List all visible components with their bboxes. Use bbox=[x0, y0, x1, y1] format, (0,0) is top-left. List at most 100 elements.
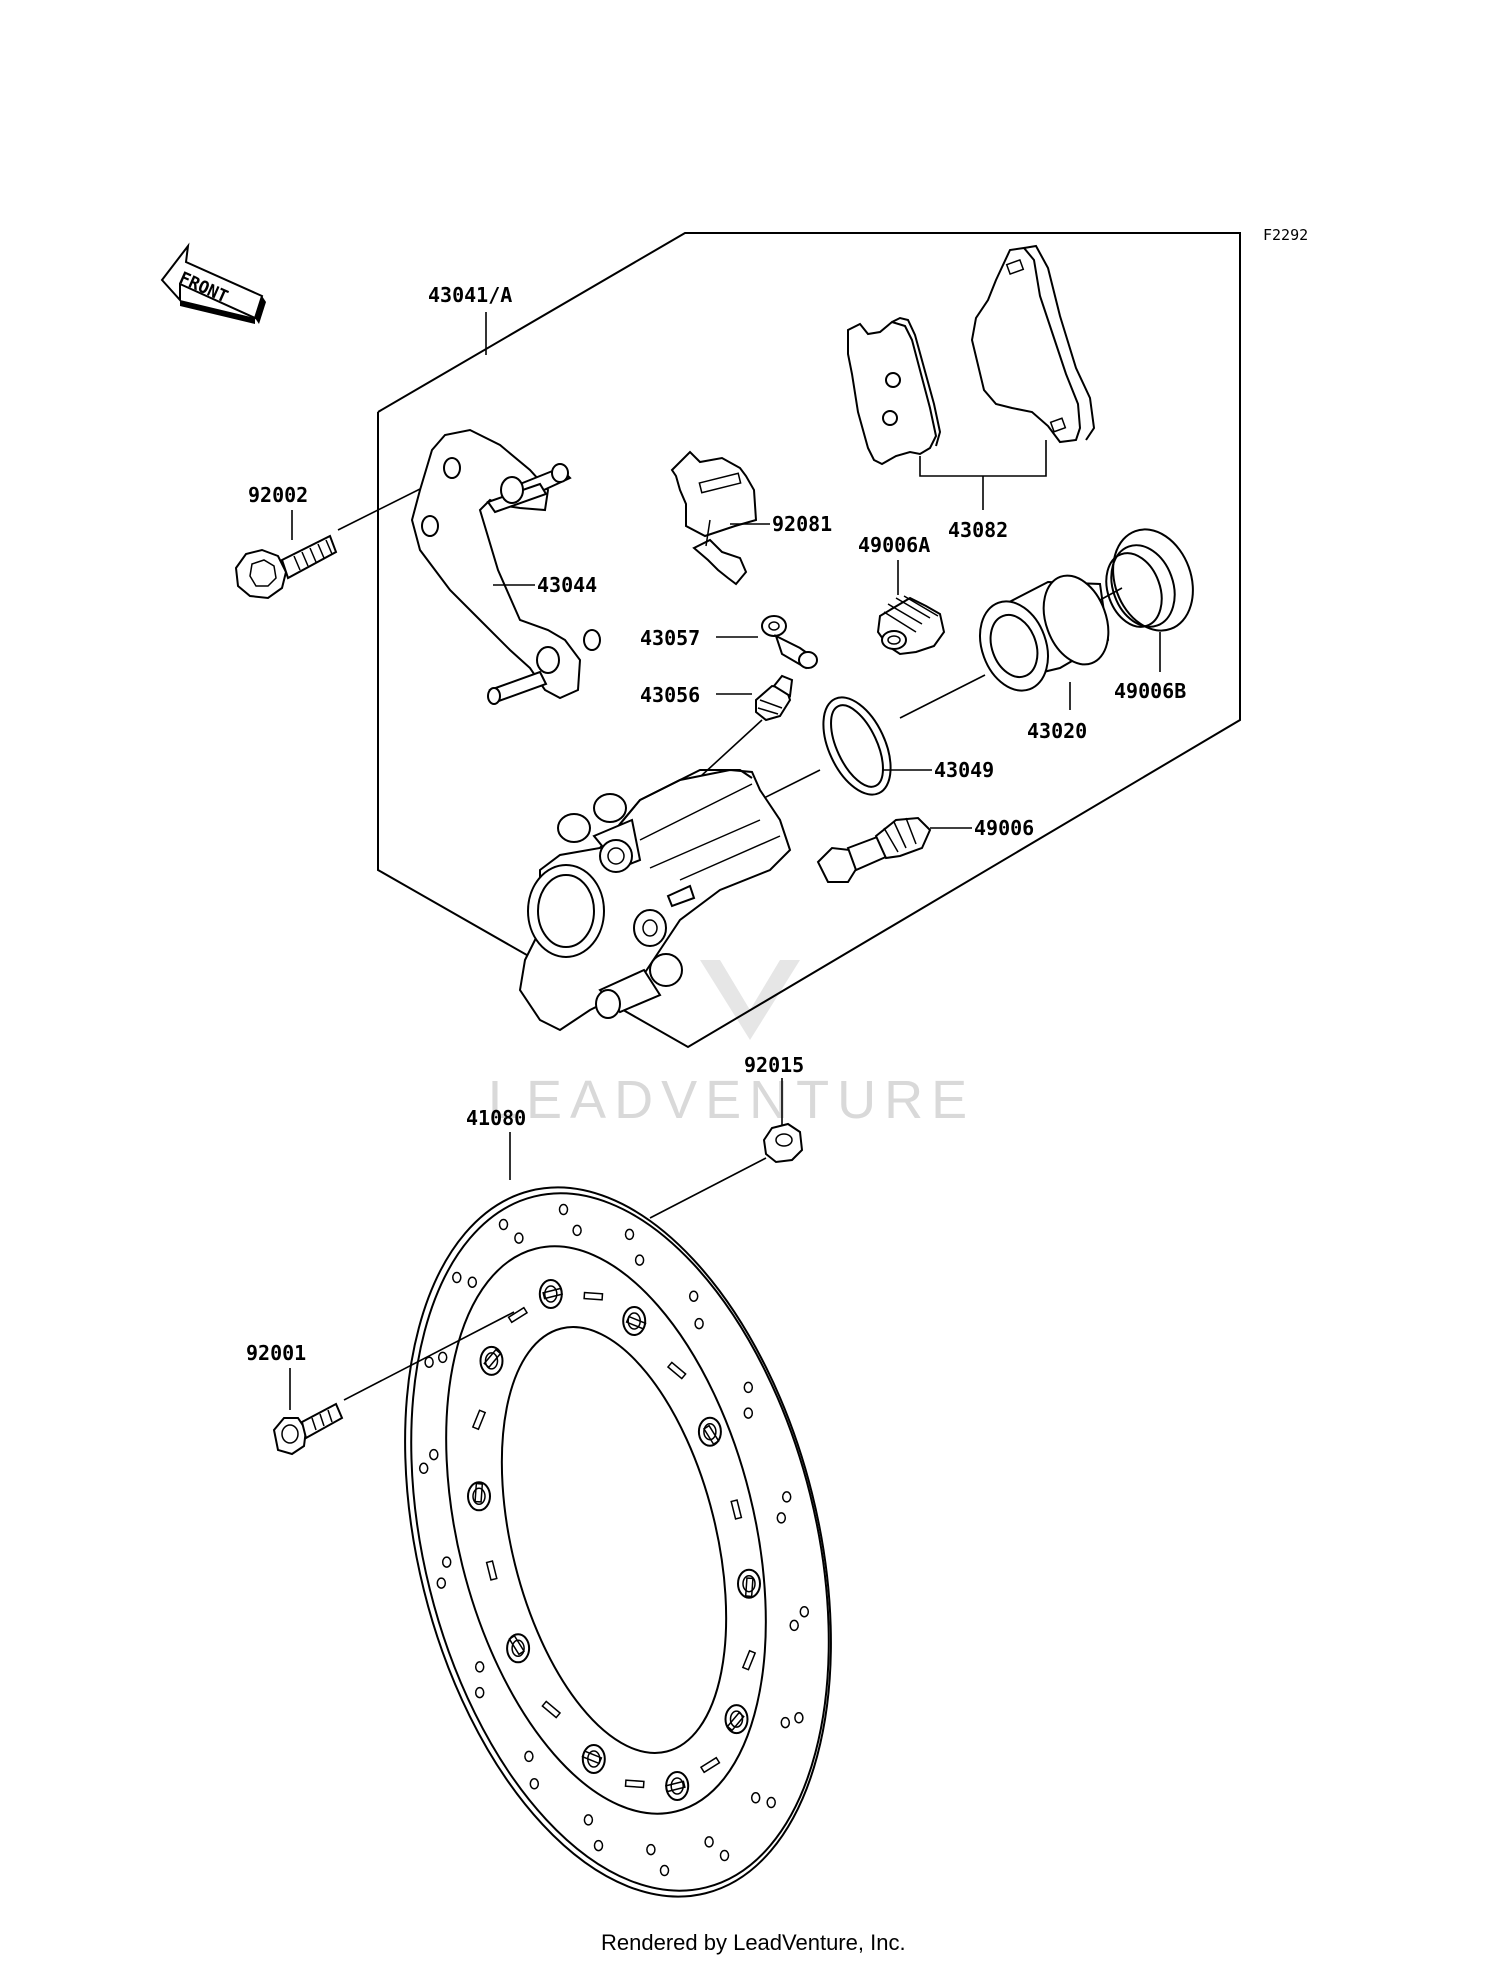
label-43056: 43056 bbox=[640, 683, 700, 707]
disc-drill-hole bbox=[418, 1462, 429, 1475]
label-49006a: 49006A bbox=[858, 533, 930, 557]
label-92001: 92001 bbox=[246, 1341, 306, 1365]
disc-slot bbox=[581, 1750, 603, 1765]
disc-bolt-hole bbox=[697, 1416, 722, 1447]
watermark-text: LEADVENTURE bbox=[488, 1070, 975, 1130]
disc-slot bbox=[485, 1560, 498, 1581]
brake-pads-43082-icon bbox=[847, 244, 1096, 466]
pin-49006-icon bbox=[816, 816, 932, 883]
disc-bolt-hole-inner bbox=[544, 1285, 558, 1303]
caliper-body-icon bbox=[518, 768, 792, 1032]
disc-drill-hole bbox=[781, 1491, 792, 1503]
disc-slot bbox=[483, 1348, 502, 1369]
leader-92001-disc bbox=[343, 1311, 515, 1401]
disc-slot bbox=[508, 1634, 526, 1656]
bleed-cap-43057-icon bbox=[761, 615, 818, 670]
label-49006b: 49006B bbox=[1114, 679, 1186, 703]
disc-slot bbox=[507, 1306, 529, 1324]
disc-drill-hole bbox=[452, 1271, 462, 1284]
nut-92015-icon bbox=[762, 1122, 804, 1164]
disc-slot bbox=[702, 1424, 720, 1446]
disc-slot bbox=[741, 1649, 757, 1671]
label-43020: 43020 bbox=[1027, 719, 1087, 743]
bolt-92001-icon bbox=[272, 1402, 344, 1456]
disc-drill-hole bbox=[789, 1619, 799, 1632]
piston-43020-icon bbox=[979, 574, 1110, 692]
disc-drill-hole bbox=[719, 1849, 730, 1862]
disc-drill-hole bbox=[659, 1864, 670, 1877]
bolt-92002-icon bbox=[234, 534, 338, 600]
caliper-assembly-box bbox=[377, 232, 1241, 1049]
disc-drill-hole bbox=[437, 1351, 448, 1364]
label-92002: 92002 bbox=[248, 483, 308, 507]
disc-drill-hole bbox=[441, 1556, 452, 1568]
label-43041a: 43041/A bbox=[428, 283, 512, 307]
disc-bolt-hole-inner bbox=[472, 1487, 486, 1506]
disc-slot bbox=[744, 1577, 754, 1598]
disc-drill-hole bbox=[436, 1577, 447, 1589]
label-43082: 43082 bbox=[948, 518, 1008, 542]
disc-drill-hole bbox=[429, 1448, 439, 1461]
disc-drill-hole bbox=[646, 1843, 656, 1856]
disc-drill-hole bbox=[624, 1228, 635, 1241]
footer-credit: Rendered by LeadVenture, Inc. bbox=[601, 1930, 906, 1955]
disc-bolt-hole-inner bbox=[742, 1574, 756, 1593]
disc-slot bbox=[624, 1779, 645, 1789]
disc-drill-hole bbox=[704, 1836, 714, 1848]
disc-bolt-hole bbox=[737, 1568, 761, 1599]
leader-axis-2 bbox=[759, 769, 821, 801]
disc-drill-hole bbox=[529, 1778, 540, 1790]
label-43057: 43057 bbox=[640, 626, 700, 650]
boot-49006a-icon bbox=[876, 595, 946, 656]
label-92081: 92081 bbox=[772, 512, 832, 536]
label-43044: 43044 bbox=[537, 573, 597, 597]
disc-bolts bbox=[467, 1279, 761, 1801]
disc-drill-hole bbox=[572, 1224, 582, 1237]
disc-slot bbox=[665, 1780, 686, 1793]
disc-drill-hole bbox=[766, 1796, 776, 1809]
seal-49006b-icon bbox=[1105, 528, 1194, 632]
brake-disc-41080-icon bbox=[404, 1186, 832, 1898]
disc-slot bbox=[699, 1756, 721, 1774]
disc-slots bbox=[471, 1287, 757, 1793]
leader-axis-1 bbox=[899, 674, 986, 719]
disc-drill-hole bbox=[794, 1712, 804, 1724]
disc-drill-hole bbox=[776, 1512, 787, 1524]
piston-seal-43049-icon bbox=[822, 696, 892, 796]
disc-drill-hole bbox=[498, 1218, 509, 1231]
disc-bolt-hole-inner bbox=[670, 1777, 684, 1795]
watermark: LEADVENTURE bbox=[488, 960, 975, 1130]
label-49006: 49006 bbox=[974, 816, 1034, 840]
disc-bolt-hole bbox=[467, 1481, 491, 1512]
leader-92015-disc bbox=[649, 1157, 767, 1219]
leader-43082-bracket bbox=[919, 440, 1047, 477]
disc-drill-hole bbox=[750, 1792, 761, 1804]
disc-slot bbox=[471, 1409, 487, 1431]
disc-slot bbox=[474, 1482, 484, 1503]
disc-drill-hole bbox=[583, 1814, 594, 1826]
figure-code: F2292 bbox=[1263, 226, 1308, 244]
disc-drill-hole bbox=[780, 1716, 791, 1729]
disc-bolt-hole bbox=[724, 1704, 749, 1735]
pad-spring-92081-icon bbox=[670, 450, 758, 586]
disc-drill-hole bbox=[474, 1661, 485, 1673]
disc-drill-hole bbox=[688, 1290, 699, 1302]
disc-drill-hole bbox=[514, 1232, 524, 1244]
disc-drill-hole bbox=[424, 1356, 434, 1368]
leader-piston-seal-axis bbox=[1099, 587, 1123, 601]
disc-slot bbox=[666, 1361, 687, 1380]
disc-slot bbox=[726, 1711, 745, 1732]
disc-slot bbox=[625, 1315, 647, 1330]
disc-drill-hole bbox=[743, 1381, 754, 1394]
disc-slot bbox=[541, 1700, 562, 1719]
label-43049: 43049 bbox=[934, 758, 994, 782]
disc-slot bbox=[730, 1499, 743, 1520]
disc-drill-hole bbox=[634, 1254, 645, 1266]
disc-drill-hole bbox=[593, 1839, 604, 1852]
label-92015: 92015 bbox=[744, 1053, 804, 1077]
disc-drill-hole bbox=[743, 1407, 754, 1419]
bracket-43044-icon bbox=[410, 428, 601, 705]
disc-drill-hole bbox=[694, 1317, 704, 1330]
disc-holes bbox=[418, 1203, 810, 1877]
